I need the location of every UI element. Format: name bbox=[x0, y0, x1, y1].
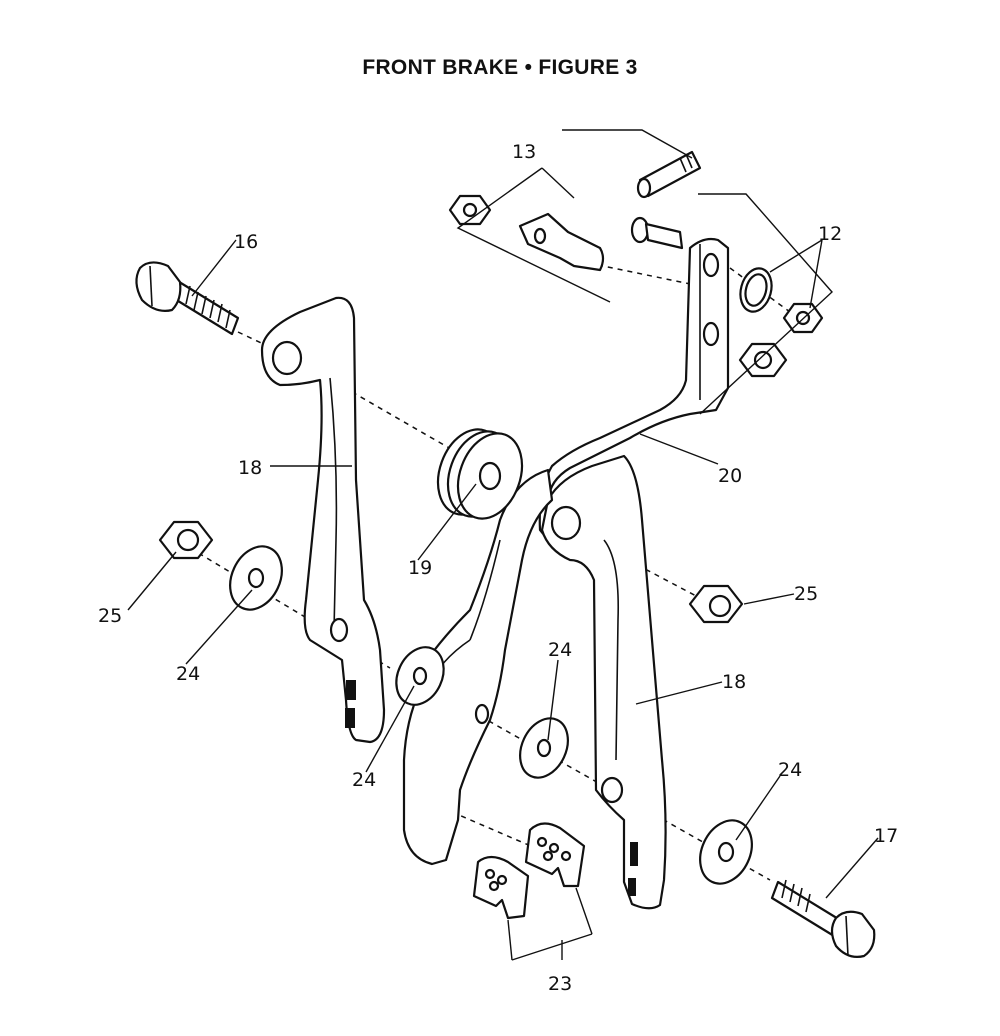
part-25-right-nut bbox=[688, 584, 744, 624]
callout-25-left: 25 bbox=[98, 605, 122, 627]
part-18-left-arm bbox=[260, 296, 386, 744]
part-17-lower-bolt bbox=[770, 879, 876, 958]
part-18-right-caliper-arm bbox=[540, 454, 667, 910]
callout-12: 12 bbox=[818, 223, 842, 245]
callout-18-left: 18 bbox=[238, 457, 262, 479]
callout-24-left: 24 bbox=[176, 663, 200, 685]
part-13-anchor-block bbox=[518, 212, 605, 272]
callout-17: 17 bbox=[874, 825, 898, 847]
part-24-washer-left bbox=[229, 545, 283, 611]
callout-13: 13 bbox=[512, 141, 536, 163]
part-24-washer-center bbox=[519, 717, 569, 779]
callout-24-center: 24 bbox=[548, 639, 572, 661]
part-12-spring-washer bbox=[739, 267, 773, 313]
callout-20: 20 bbox=[718, 465, 742, 487]
part-16-upper-bolt bbox=[135, 261, 240, 336]
part-12-large-nut bbox=[738, 342, 788, 378]
part-13-cable-pinch-bolt bbox=[636, 150, 702, 199]
part-25-left-nut bbox=[158, 520, 214, 560]
part-24-washer-center-left bbox=[395, 646, 445, 706]
callout-24-right: 24 bbox=[778, 759, 802, 781]
callout-18-right: 18 bbox=[722, 671, 746, 693]
page-title: FRONT BRAKE • FIGURE 3 bbox=[362, 56, 638, 79]
part-23-brake-pad-left bbox=[472, 855, 530, 920]
part-13-washer bbox=[630, 216, 684, 250]
callout-25-right: 25 bbox=[794, 583, 818, 605]
part-13-anchor-nut bbox=[448, 194, 492, 226]
callout-19: 19 bbox=[408, 557, 432, 579]
leader-lines bbox=[127, 129, 879, 961]
callout-16: 16 bbox=[234, 231, 258, 253]
part-19-pulley bbox=[436, 428, 524, 520]
callout-24-center-left: 24 bbox=[352, 769, 376, 791]
part-18-left-front-arm bbox=[402, 468, 554, 866]
part-24-washer-right bbox=[699, 819, 753, 885]
part-23-brake-pad-right bbox=[524, 822, 586, 888]
callout-23: 23 bbox=[548, 973, 572, 995]
